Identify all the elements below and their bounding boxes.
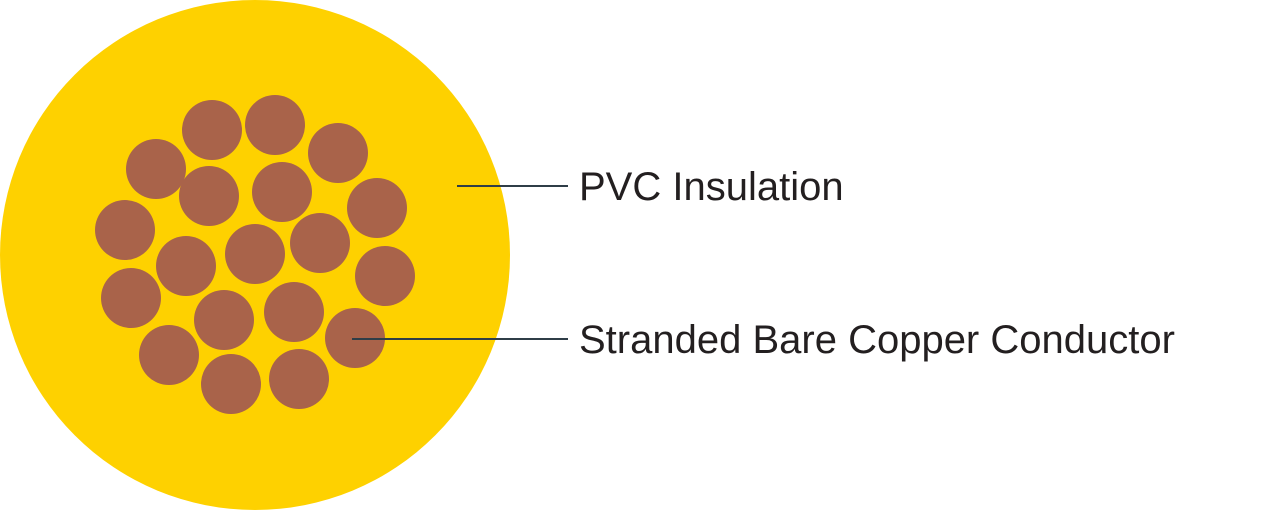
copper-strand-15 bbox=[264, 282, 324, 342]
copper-strand-11 bbox=[290, 213, 350, 273]
copper-strand-7 bbox=[347, 178, 407, 238]
copper-strand-1 bbox=[182, 100, 242, 160]
conductor-label: Stranded Bare Copper Conductor bbox=[579, 318, 1175, 362]
copper-strand-2 bbox=[245, 95, 305, 155]
copper-strand-18 bbox=[201, 354, 261, 414]
insulation-label: PVC Insulation bbox=[579, 165, 844, 209]
copper-strand-3 bbox=[308, 123, 368, 183]
copper-strand-8 bbox=[95, 200, 155, 260]
conductor-strands bbox=[95, 95, 415, 414]
copper-strand-4 bbox=[126, 139, 186, 199]
copper-strand-14 bbox=[194, 290, 254, 350]
copper-strand-13 bbox=[101, 268, 161, 328]
copper-strand-12 bbox=[355, 246, 415, 306]
copper-strand-9 bbox=[156, 236, 216, 296]
copper-strand-17 bbox=[139, 325, 199, 385]
copper-strand-19 bbox=[269, 349, 329, 409]
copper-strand-5 bbox=[179, 166, 239, 226]
copper-strand-10 bbox=[225, 224, 285, 284]
copper-strand-6 bbox=[252, 162, 312, 222]
